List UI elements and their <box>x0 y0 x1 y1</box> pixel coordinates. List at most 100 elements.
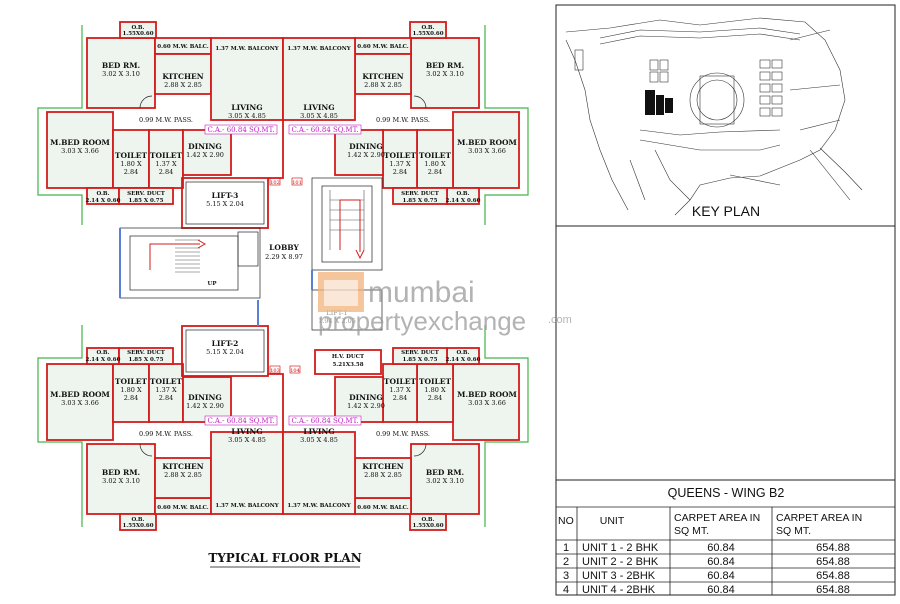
bl-balc-small: 0.60 M.W. BALC. <box>157 505 209 511</box>
tl-dining-dim: 1.42 X 2.90 <box>186 151 224 159</box>
bl-toilet-a-label: TOILET <box>115 377 148 386</box>
br-mbed-label: M.BED ROOM <box>457 390 517 399</box>
watermark-line2: propertyexchange <box>318 306 526 336</box>
bl-serv-duct: SERV. DUCT <box>127 350 166 356</box>
tr-pass-label: 0.99 M.W. PASS. <box>376 116 430 124</box>
tl-toilet-a-dim2: 2.84 <box>124 168 138 176</box>
tl-living-label: LIVING <box>231 103 262 112</box>
tr-ob-side-dim: 2.14 X 0.60 <box>446 198 481 204</box>
table-title: QUEENS - WING B2 <box>668 486 785 500</box>
table-cell-unit: UNIT 3 - 2BHK <box>582 570 656 582</box>
bl-dining-label: DINING <box>188 393 222 402</box>
br-ob-label: O.B. <box>422 517 435 523</box>
tl-pass-label: 0.99 M.W. PASS. <box>139 116 193 124</box>
unit-tag-102: 102 <box>270 180 280 186</box>
br-serv-duct: SERV. DUCT <box>401 350 440 356</box>
br-toilet-a-dim2: 2.84 <box>428 394 442 402</box>
br-kitchen-dim: 2.88 X 2.85 <box>364 471 402 479</box>
tr-toilet-a-dim2: 2.84 <box>428 168 442 176</box>
tr-bed-label: BED RM. <box>426 61 464 70</box>
bl-toilet-a-dim1: 1.80 X <box>120 386 142 394</box>
tr-ob-side: O.B. <box>457 191 470 197</box>
bl-serv-duct-dim: 1.85 X 0.75 <box>129 357 164 363</box>
tr-bed-dim: 3.02 X 3.10 <box>426 70 464 78</box>
tl-bed-label: BED RM. <box>102 61 140 70</box>
tr-mbed-label: M.BED ROOM <box>457 138 517 147</box>
br-toilet-a-dim1: 1.80 X <box>424 386 446 394</box>
tl-ob-dim: 1.55X0.60 <box>122 31 153 37</box>
br-toilet-b-dim1: 1.37 X <box>389 386 411 394</box>
br-carpet-area: C.A.- 60.84 SQ.MT. <box>292 417 359 425</box>
tr-mbed-dim: 3.03 X 3.66 <box>468 147 506 155</box>
bl-dining-dim: 1.42 X 2.90 <box>186 402 224 410</box>
tl-mbed-dim: 3.03 X 3.66 <box>61 147 99 155</box>
tl-ob-side-dim: 2.14 X 0.60 <box>86 198 121 204</box>
tr-toilet-a-dim1: 1.80 X <box>424 160 446 168</box>
bl-balc-large: 1.37 M.W. BALCONY <box>215 503 278 509</box>
br-dining-label: DINING <box>349 393 383 402</box>
bl-bed-dim: 3.02 X 3.10 <box>102 477 140 485</box>
br-mbed-dim: 3.03 X 3.66 <box>468 399 506 407</box>
tr-toilet-b-label: TOILET <box>384 151 417 160</box>
table-header-unit: UNIT <box>600 515 625 527</box>
key-plan-title: KEY PLAN <box>692 203 760 219</box>
tr-toilet-b-dim2: 2.84 <box>393 168 407 176</box>
lift1-label: LIFT-1 <box>326 309 347 317</box>
table-cell-no: 1 <box>563 542 569 554</box>
br-toilet-b-label: TOILET <box>384 377 417 386</box>
table-header-no: NO <box>558 515 574 527</box>
bl-living-dim: 3.05 X 4.85 <box>228 436 266 444</box>
lift3-label: LIFT-3 <box>212 191 239 200</box>
table-cell-unit: UNIT 1 - 2 BHK <box>582 542 659 554</box>
br-kitchen-label: KITCHEN <box>362 462 403 471</box>
tl-toilet-a-label: TOILET <box>115 151 148 160</box>
lift2-label: LIFT-2 <box>212 339 239 348</box>
tr-living-label: LIVING <box>303 103 334 112</box>
table-cell-sqft: 654.88 <box>816 570 850 582</box>
tl-carpet-area: C.A.- 60.84 SQ.MT. <box>208 126 275 134</box>
tl-kitchen-label: KITCHEN <box>162 72 203 81</box>
table-cell-sqm: 60.84 <box>707 584 735 596</box>
bl-toilet-a-dim2: 2.84 <box>124 394 138 402</box>
bl-bed-label: BED RM. <box>102 468 140 477</box>
br-ob-dim: 1.55X0.60 <box>412 523 443 529</box>
table-cell-no: 3 <box>563 570 569 582</box>
bl-ob-side: O.B. <box>97 350 110 356</box>
table-cell-no: 4 <box>563 584 569 596</box>
lift2-dim: 5.15 X 2.04 <box>206 348 244 356</box>
tl-mbed-label: M.BED ROOM <box>50 138 110 147</box>
watermark-logo: mumbai propertyexchange .com <box>318 272 572 336</box>
table-cell-unit: UNIT 2 - 2 BHK <box>582 556 659 568</box>
tr-living-dim: 3.05 X 4.85 <box>300 112 338 120</box>
tr-dining-dim: 1.42 X 2.90 <box>347 151 385 159</box>
tl-toilet-b-dim2: 2.84 <box>159 168 173 176</box>
tr-kitchen-label: KITCHEN <box>362 72 403 81</box>
table-cell-unit: UNIT 4 - 2BHK <box>582 584 656 596</box>
bl-living-label: LIVING <box>231 427 262 436</box>
br-ob-side: O.B. <box>457 350 470 356</box>
tl-balc-large: 1.37 M.W. BALCONY <box>215 46 278 52</box>
br-living-label: LIVING <box>303 427 334 436</box>
tl-ob-side: O.B. <box>97 191 110 197</box>
br-serv-duct-dim: 1.85 X 0.75 <box>403 357 438 363</box>
tl-dining-label: DINING <box>188 142 222 151</box>
br-bed-label: BED RM. <box>426 468 464 477</box>
tl-toilet-b-label: TOILET <box>150 151 183 160</box>
tl-toilet-b-dim1: 1.37 X <box>155 160 177 168</box>
right-panel-frame <box>555 4 896 596</box>
table-cell-sqft: 654.88 <box>816 542 850 554</box>
tr-toilet-a-label: TOILET <box>419 151 452 160</box>
table-cell-sqm: 60.84 <box>707 556 735 568</box>
tl-serv-duct: SERV. DUCT <box>127 191 166 197</box>
table-row: 4 UNIT 4 - 2BHK 60.84 654.88 <box>563 584 850 596</box>
table-cell-sqft: 654.88 <box>816 556 850 568</box>
tl-bed-dim: 3.02 X 3.10 <box>102 70 140 78</box>
table-cell-sqft: 654.88 <box>816 584 850 596</box>
br-bed-dim: 3.02 X 3.10 <box>426 477 464 485</box>
